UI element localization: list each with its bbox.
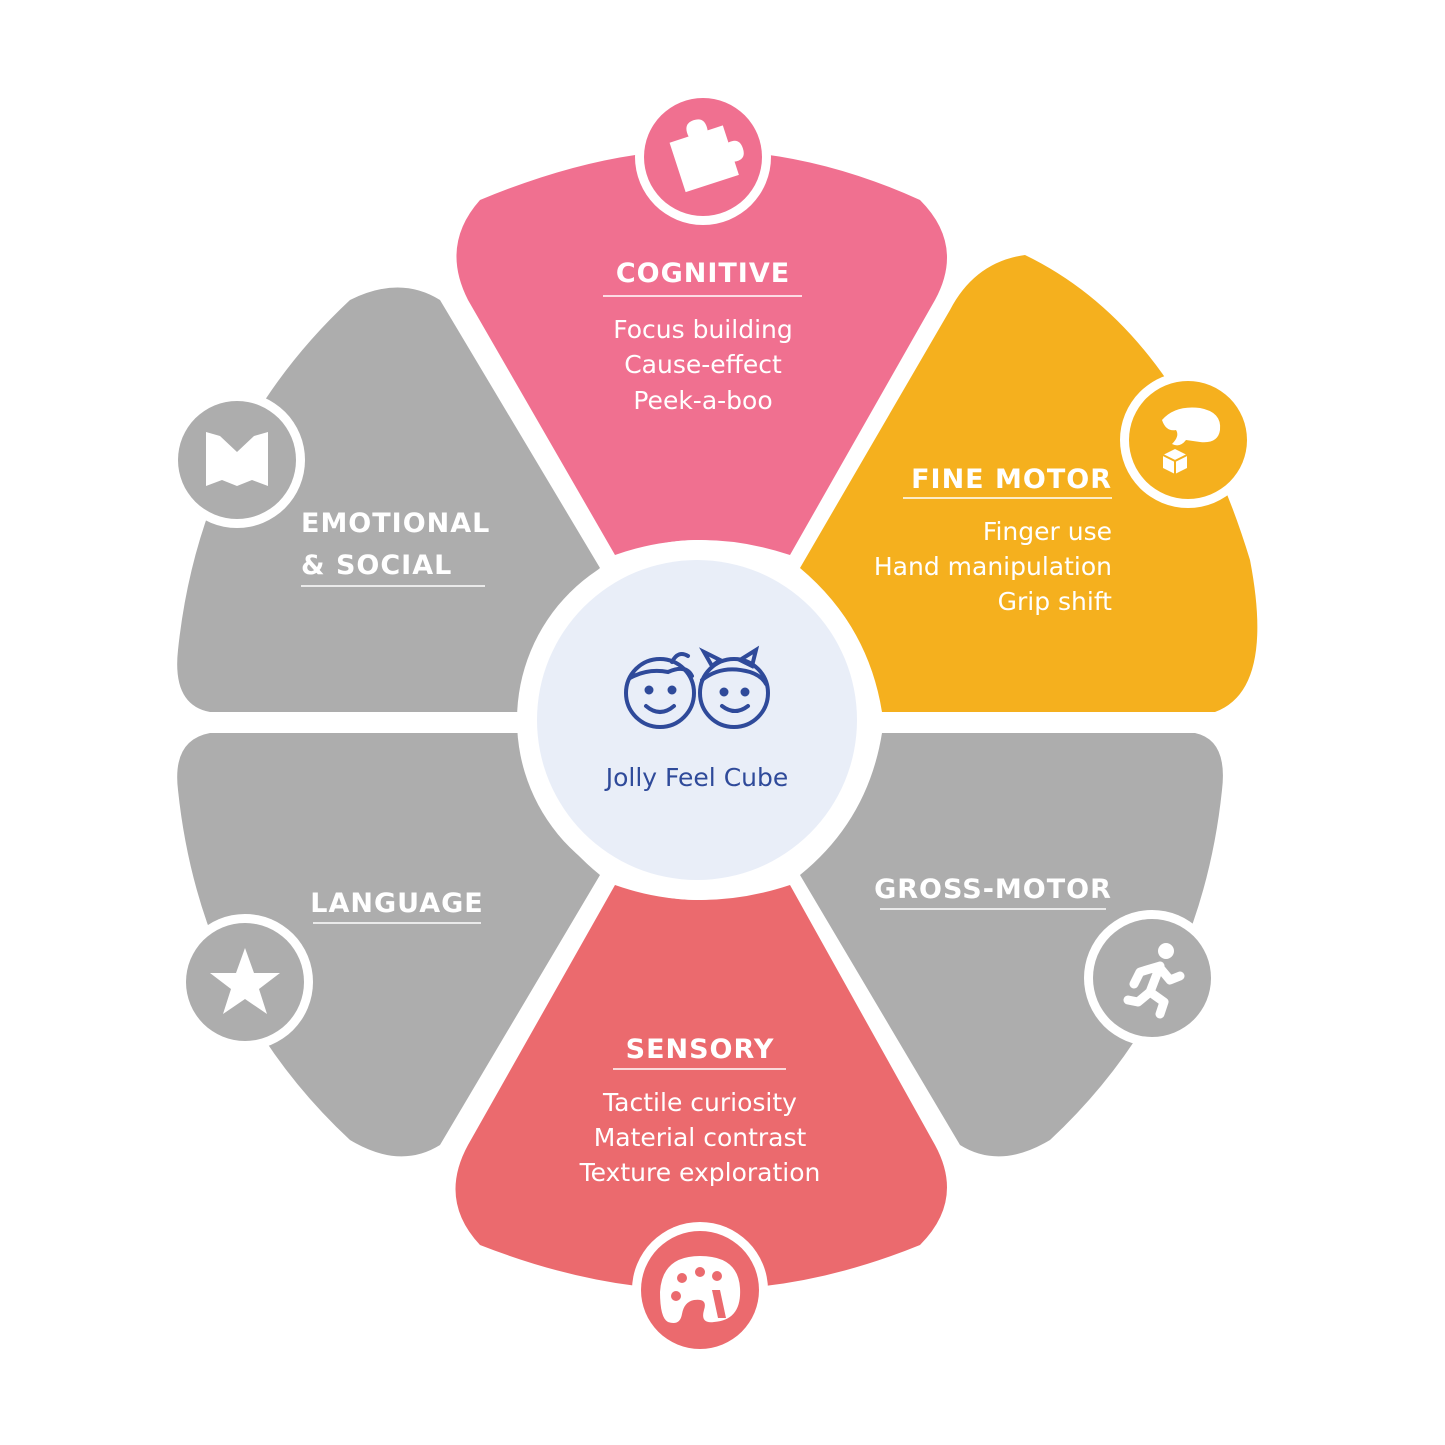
title-language: LANGUAGE bbox=[310, 888, 483, 919]
item-sensory-1: Tactile curiosity bbox=[602, 1088, 797, 1117]
petal-fine-motor bbox=[800, 255, 1258, 712]
petal-gross-motor bbox=[800, 733, 1223, 1157]
item-cognitive-1: Focus building bbox=[613, 315, 792, 344]
badge-emotional-social bbox=[169, 392, 305, 528]
badge-gross-motor bbox=[1084, 910, 1220, 1046]
item-sensory-2: Material contrast bbox=[594, 1123, 807, 1152]
segment-gross-motor-text: GROSS-MOTOR bbox=[874, 874, 1112, 910]
petal-emotional-social bbox=[177, 287, 600, 712]
title-cognitive: COGNITIVE bbox=[616, 258, 790, 289]
segment-emotional-social-text: EMOTIONAL & SOCIAL bbox=[301, 508, 490, 587]
star-icon bbox=[210, 948, 280, 1014]
palette-icon bbox=[660, 1256, 741, 1323]
petal-cognitive bbox=[456, 150, 947, 555]
puzzle-icon bbox=[669, 119, 744, 193]
item-fine-motor-3: Grip shift bbox=[998, 587, 1113, 616]
hand-cube-icon bbox=[1162, 407, 1221, 474]
badge-sensory bbox=[632, 1222, 768, 1358]
title-emotional-social-line1: EMOTIONAL bbox=[301, 508, 490, 539]
petal-language bbox=[177, 733, 600, 1157]
badge-language bbox=[177, 914, 313, 1050]
center-hub: Jolly Feel Cube bbox=[517, 540, 877, 900]
item-fine-motor-2: Hand manipulation bbox=[874, 552, 1112, 581]
title-sensory: SENSORY bbox=[626, 1034, 775, 1065]
segment-cognitive-text: COGNITIVE Focus building Cause-effect Pe… bbox=[603, 258, 802, 415]
running-person-icon bbox=[1123, 943, 1185, 1019]
badge-fine-motor bbox=[1120, 372, 1256, 508]
center-label: Jolly Feel Cube bbox=[604, 763, 789, 792]
title-fine-motor: FINE MOTOR bbox=[911, 464, 1112, 495]
petal-sensory bbox=[455, 885, 947, 1290]
item-sensory-3: Texture exploration bbox=[579, 1158, 821, 1187]
segment-language-text: LANGUAGE bbox=[310, 888, 483, 924]
badge-cognitive bbox=[635, 89, 771, 225]
title-gross-motor: GROSS-MOTOR bbox=[874, 874, 1112, 905]
kids-faces-icon bbox=[624, 645, 770, 729]
title-emotional-social-line2: & SOCIAL bbox=[301, 550, 452, 581]
item-fine-motor-1: Finger use bbox=[983, 517, 1112, 546]
segment-fine-motor-text: FINE MOTOR Finger use Hand manipulation … bbox=[874, 464, 1112, 616]
item-cognitive-2: Cause-effect bbox=[624, 350, 782, 379]
item-cognitive-3: Peek-a-boo bbox=[633, 386, 772, 415]
book-icon bbox=[206, 432, 268, 486]
segment-sensory-text: SENSORY Tactile curiosity Material contr… bbox=[579, 1034, 821, 1187]
